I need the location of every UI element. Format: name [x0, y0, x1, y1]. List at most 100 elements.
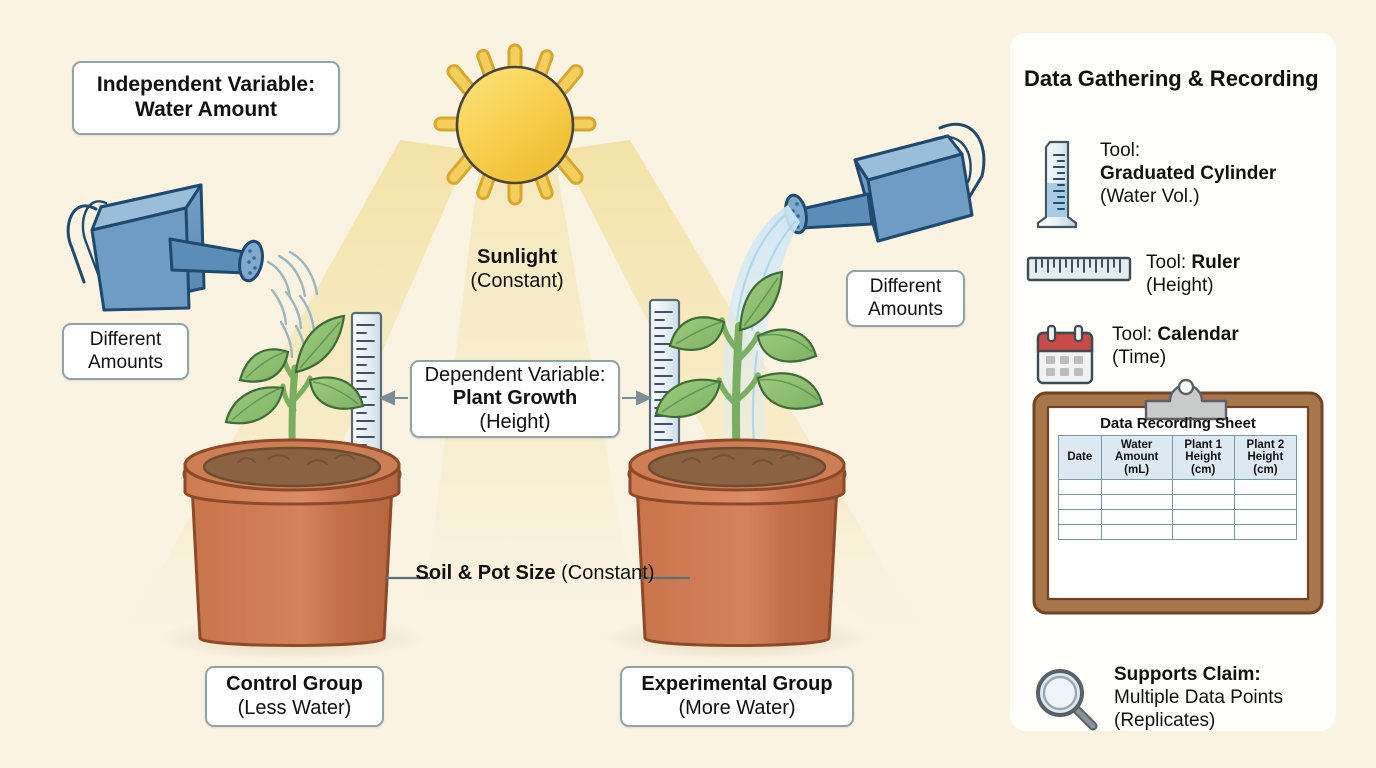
column-plant2-l1: Plant 2	[1246, 439, 1285, 451]
column-plant1-height: Plant 1 Height (cm)	[1171, 434, 1235, 481]
tool-calendar-prefix: Tool:	[1112, 324, 1158, 345]
water-stream	[722, 205, 800, 448]
column-water-amount: Water Amount (mL)	[1100, 434, 1173, 481]
watering-can-light	[66, 183, 319, 363]
cell[interactable]	[1171, 524, 1235, 541]
experimental-group-line1: Experimental Group	[641, 672, 833, 695]
cell[interactable]	[1058, 524, 1102, 541]
experimental-plant-setup	[603, 270, 871, 660]
cell[interactable]	[1233, 494, 1298, 511]
cell[interactable]	[1233, 509, 1298, 526]
graduated-cylinder-icon	[1030, 139, 1086, 236]
different-amounts-right-line2: Amounts	[868, 298, 943, 320]
tool-cylinder-line1: Tool:	[1100, 140, 1141, 161]
callout-different-amounts-right: Different Amounts	[846, 270, 965, 327]
panel-title: Data Gathering & Recording	[1024, 66, 1319, 91]
callout-dependent-variable: Dependent Variable: Plant Growth (Height…	[410, 360, 620, 438]
label-soil-pot-size: Soil & Pot Size (Constant)	[400, 562, 670, 586]
experimental-group-line2: (More Water)	[678, 696, 796, 719]
column-plant1-l3: (cm)	[1191, 463, 1216, 476]
tool-calendar-bold: Calendar	[1157, 324, 1239, 345]
supports-claim-row: Supports Claim: Multiple Data Points (Re…	[1030, 663, 1283, 738]
cell[interactable]	[1171, 494, 1235, 511]
cell[interactable]	[1233, 479, 1298, 496]
data-recording-table: Date Water Amount (mL) Plant 1 Height (c…	[1058, 434, 1298, 541]
tool-ruler-line2: (Height)	[1146, 275, 1214, 297]
table-row[interactable]	[1058, 494, 1298, 511]
cell[interactable]	[1058, 479, 1102, 496]
tool-row-ruler: Tool: Ruler (Height)	[1026, 251, 1240, 297]
sun-icon	[433, 43, 597, 206]
terracotta-pot-right	[627, 438, 847, 647]
supports-claim-text: Supports Claim: Multiple Data Points (Re…	[1114, 663, 1283, 733]
table-row[interactable]	[1058, 524, 1298, 541]
column-plant1-l1: Plant 1	[1184, 439, 1223, 451]
independent-variable-line2: Water Amount	[135, 98, 277, 121]
soil-pot-size-line2: (Constant)	[561, 562, 655, 584]
dependent-arrow-right	[622, 390, 653, 406]
tool-cylinder-line2: Graduated Cylinder	[1100, 163, 1277, 185]
cell[interactable]	[1100, 509, 1173, 526]
dependent-variable-line3: (Height)	[479, 410, 551, 433]
label-sunlight: Sunlight (Constant)	[432, 246, 602, 293]
different-amounts-right-line1: Different	[869, 276, 942, 298]
column-plant2-height: Plant 2 Height (cm)	[1233, 434, 1298, 481]
claim-line2: Multiple Data Points	[1114, 687, 1283, 709]
control-group-line2: (Less Water)	[237, 696, 352, 719]
measuring-ruler-left	[350, 311, 383, 475]
cell[interactable]	[1058, 494, 1102, 511]
independent-variable-line1: Independent Variable:	[96, 73, 316, 97]
tool-ruler-bold: Ruler	[1191, 252, 1240, 273]
table-row[interactable]	[1058, 479, 1298, 496]
tool-ruler-text: Tool: Ruler (Height)	[1146, 251, 1240, 297]
terracotta-pot-left	[182, 438, 402, 647]
dependent-variable-line1: Dependent Variable:	[424, 363, 606, 386]
cell[interactable]	[1233, 524, 1298, 541]
cell[interactable]	[1100, 524, 1173, 541]
control-plant-setup	[158, 311, 426, 660]
calendar-icon	[1032, 323, 1098, 394]
callout-different-amounts-left: Different Amounts	[62, 323, 189, 380]
tool-calendar-text: Tool: Calendar (Time)	[1112, 323, 1239, 369]
cell[interactable]	[1058, 509, 1102, 526]
cell[interactable]	[1171, 509, 1235, 526]
callout-experimental-group: Experimental Group (More Water)	[620, 666, 854, 727]
claim-line3: (Replicates)	[1114, 710, 1216, 732]
clipboard: Data Recording Sheet Date Water Amount (…	[1028, 371, 1328, 619]
tool-row-graduated-cylinder: Tool: Graduated Cylinder (Water Vol.)	[1030, 139, 1276, 236]
soil	[647, 446, 827, 488]
tool-ruler-line1: Tool: Ruler	[1146, 251, 1240, 274]
magnifier-icon	[1030, 663, 1100, 738]
column-water-l2: Amount	[1114, 451, 1159, 464]
table-header-row: Date Water Amount (mL) Plant 1 Height (c…	[1058, 434, 1298, 481]
tool-calendar-line2: (Time)	[1112, 347, 1167, 369]
large-plant	[654, 270, 824, 474]
ruler-icon	[1026, 251, 1132, 292]
dependent-arrow-left	[378, 390, 408, 406]
different-amounts-left-line2: Amounts	[88, 351, 163, 373]
soil-pot-size-line1: Soil & Pot Size	[415, 562, 556, 584]
control-group-line1: Control Group	[226, 672, 363, 695]
tool-calendar-line1: Tool: Calendar	[1112, 323, 1239, 346]
sunlight-line1: Sunlight	[477, 246, 557, 268]
claim-line1: Supports Claim:	[1114, 664, 1261, 685]
tool-row-calendar: Tool: Calendar (Time)	[1032, 323, 1239, 394]
table-row[interactable]	[1058, 509, 1298, 526]
column-date-l1: Date	[1067, 451, 1093, 464]
tool-cylinder-line3: (Water Vol.)	[1100, 186, 1200, 208]
data-gathering-panel: Data Gathering & Recording	[1010, 33, 1336, 731]
cell[interactable]	[1100, 479, 1173, 496]
sheet-title: Data Recording Sheet	[1100, 415, 1256, 432]
soil	[202, 446, 382, 488]
column-water-l3: (mL)	[1124, 463, 1150, 476]
cell[interactable]	[1100, 494, 1173, 511]
tool-ruler-prefix: Tool:	[1146, 252, 1192, 273]
dependent-variable-line2: Plant Growth	[452, 387, 578, 410]
sunlight-line2: (Constant)	[470, 269, 564, 292]
column-date: Date	[1058, 434, 1102, 481]
cell[interactable]	[1171, 479, 1235, 496]
callout-independent-variable: Independent Variable: Water Amount	[72, 61, 340, 135]
column-plant1-l2: Height	[1185, 451, 1222, 464]
water-droplet-trails	[266, 250, 319, 363]
